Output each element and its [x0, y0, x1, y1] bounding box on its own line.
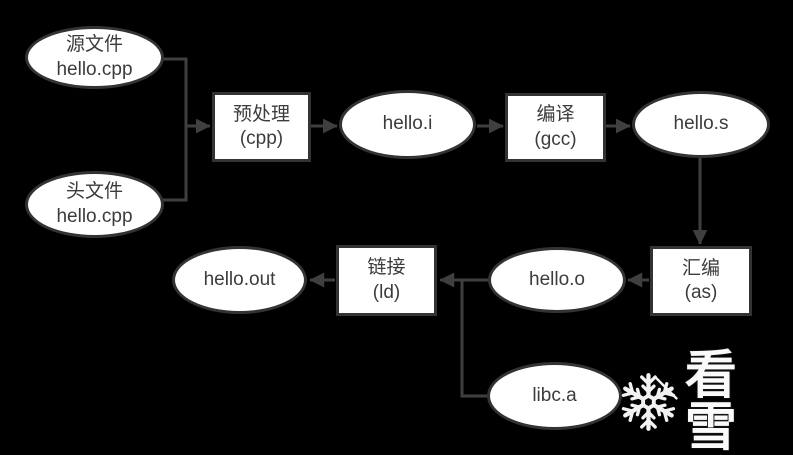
- fork-source-header-connector: [163, 57, 188, 202]
- node-hello-s: hello.s: [632, 91, 770, 158]
- node-source-file: 源文件 hello.cpp: [25, 26, 164, 89]
- node-assemble: 汇编 (as): [650, 246, 752, 316]
- kanxue-watermark: 看雪: [618, 350, 793, 454]
- node-preprocess: 预处理 (cpp): [212, 92, 311, 162]
- node-hello-i: hello.i: [339, 90, 476, 159]
- libc-branch-connector: [460, 281, 488, 398]
- snowflake-icon: [621, 373, 678, 431]
- node-compile: 编译 (gcc): [505, 93, 606, 162]
- node-libc-a: libc.a: [487, 362, 622, 430]
- node-hello-o: hello.o: [488, 247, 626, 313]
- node-hello-out: hello.out: [172, 246, 307, 314]
- watermark-text: 看雪: [684, 347, 740, 455]
- node-link: 链接 (ld): [336, 245, 437, 316]
- node-header-file: 头文件 hello.cpp: [25, 171, 164, 238]
